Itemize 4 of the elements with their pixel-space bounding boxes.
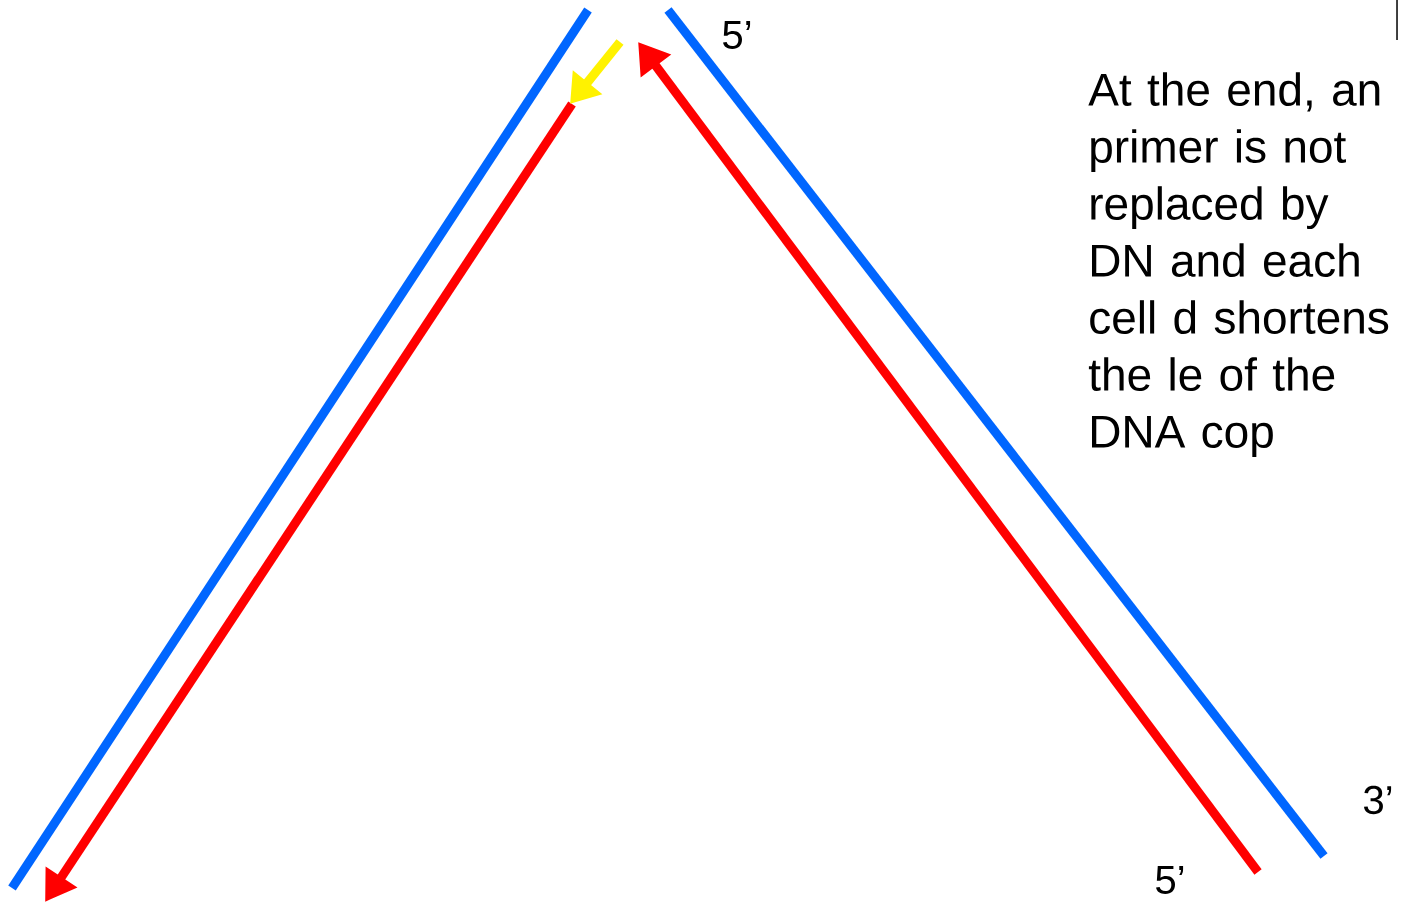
end-label: 5’ [1156,866,1184,894]
end-label: 3’ [1363,785,1392,815]
end-label: 5’ [723,21,751,49]
note-text: At the end, an primer is not replaced by DN and each cell d shortens the le of the DNA cop [1088,72,1389,458]
